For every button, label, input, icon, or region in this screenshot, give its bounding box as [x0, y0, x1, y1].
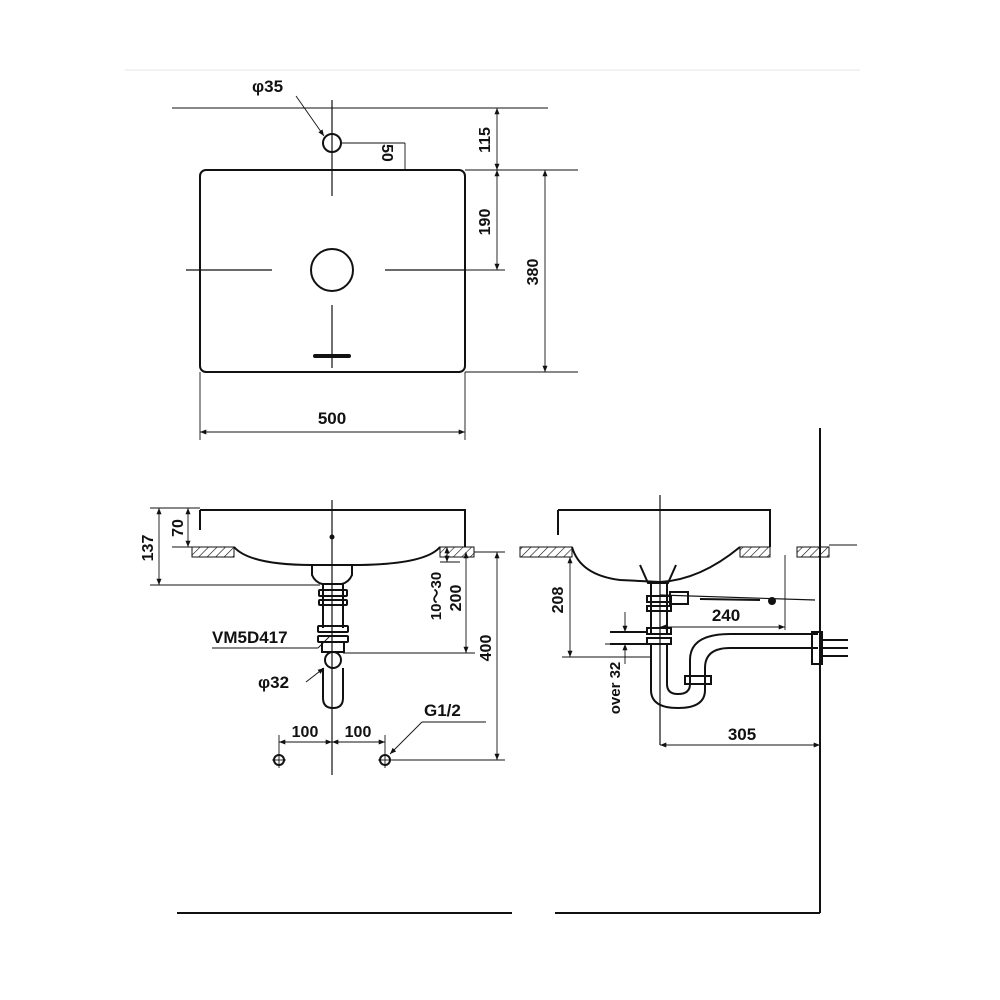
overall-height-label: 137: [140, 535, 157, 562]
left-spacing-label: 100: [292, 724, 319, 741]
right-spacing-label: 100: [345, 724, 372, 741]
drain-circle: [310, 248, 354, 292]
front-section-view: [150, 500, 512, 914]
overflow-slot: [313, 354, 351, 358]
supply-thread-label: G1/2: [424, 701, 461, 720]
basin-center-depth-label: 190: [477, 209, 494, 236]
top-view: [172, 95, 578, 440]
drain-range-label: 10～30: [428, 572, 445, 620]
tap-hole-circle: [322, 133, 342, 153]
basin-depth-label: 380: [525, 259, 542, 286]
tap-hole-to-edge-label: 115: [477, 127, 494, 153]
basin-width-label: 500: [318, 409, 346, 428]
wall-offset-label: 305: [728, 725, 756, 744]
drain-height-label: 200: [448, 585, 465, 612]
trap-model-label: VM5D417: [212, 628, 288, 647]
valve-offset-label: 240: [712, 606, 740, 625]
tap-hole-diameter-label: φ35: [252, 77, 283, 96]
bowl-height-label: 70: [170, 519, 187, 537]
tap-hole-offset-label: 50: [378, 144, 395, 162]
supply-height-label: 400: [478, 635, 495, 662]
trap-diameter-label: φ32: [258, 673, 289, 692]
side-height-label: 208: [550, 587, 567, 614]
side-section-view: [519, 428, 857, 914]
over-dimension-label: over 32: [607, 662, 624, 715]
